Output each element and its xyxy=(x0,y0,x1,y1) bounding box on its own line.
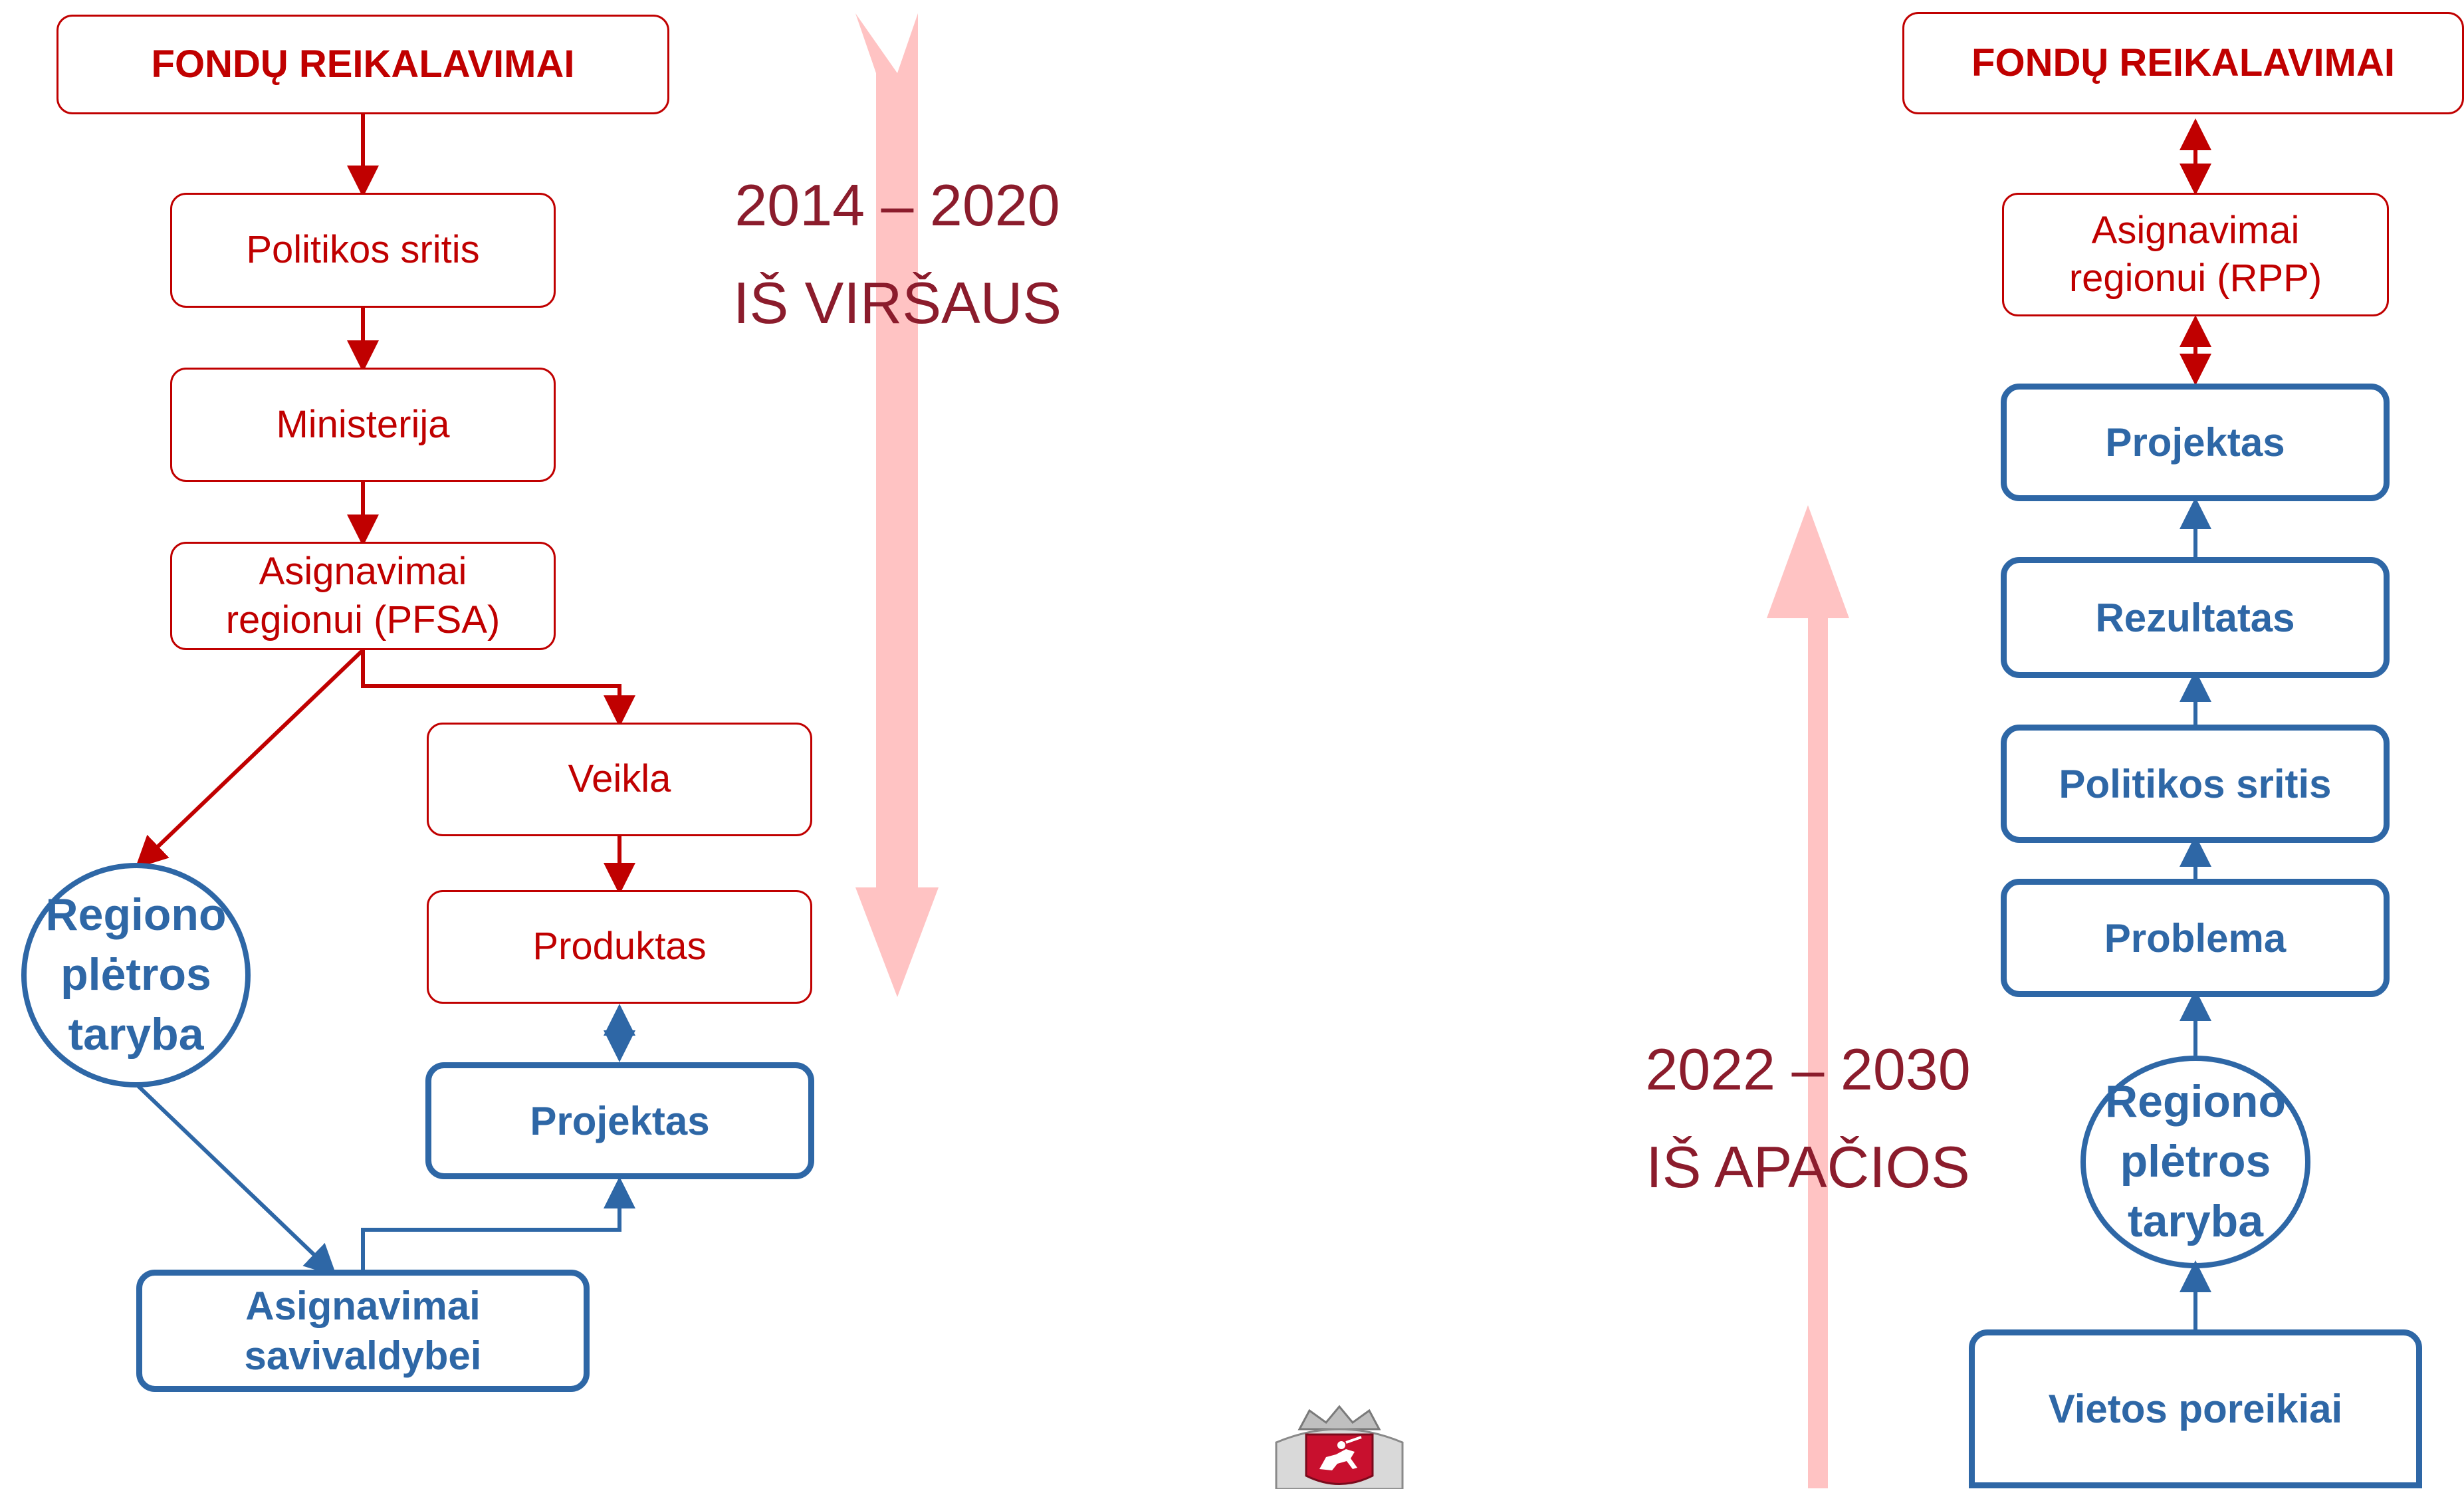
problem-box: Problema xyxy=(2001,879,2390,997)
result-label: Rezultatas xyxy=(2095,595,2295,640)
local-needs-box: Vietos poreikiai xyxy=(1969,1329,2422,1488)
ministry-label: Ministerija xyxy=(276,402,450,446)
activity-box: Veikla xyxy=(427,723,812,836)
bottom-up-direction: IŠ APAČIOS xyxy=(1646,1134,1970,1200)
left-regional-council-circle: Regiono plėtros taryba xyxy=(21,863,251,1088)
left-project-label: Projektas xyxy=(530,1098,710,1143)
problem-label: Problema xyxy=(2104,915,2287,961)
top-down-direction: IŠ VIRŠAUS xyxy=(733,270,1062,336)
coat-of-arms-icon xyxy=(1275,1405,1404,1489)
right-project-label: Projektas xyxy=(2105,420,2285,465)
product-box: Produktas xyxy=(427,890,812,1004)
top-down-arrow xyxy=(855,13,939,997)
left-region-allocation-box: Asignavimai regionui (PFSA) xyxy=(170,542,556,650)
bottom-up-period: 2022 – 2030 xyxy=(1645,1036,1971,1102)
left-funds-requirements-box: FONDŲ REIKALAVIMAI xyxy=(56,15,669,114)
right-region-allocation-label: Asignavimai regionui (RPP) xyxy=(2069,208,2322,300)
activity-label: Veikla xyxy=(568,757,671,801)
left-regional-council-label: Regiono plėtros taryba xyxy=(45,889,227,1060)
bottom-up-arrow xyxy=(1767,505,1849,1488)
right-project-box: Projektas xyxy=(2001,384,2390,501)
left-project-box: Projektas xyxy=(425,1062,814,1179)
right-policy-area-label: Politikos sritis xyxy=(2059,761,2332,806)
right-regional-council-circle: Regiono plėtros taryba xyxy=(2080,1056,2310,1268)
right-region-allocation-box: Asignavimai regionui (RPP) xyxy=(2002,193,2389,316)
local-needs-label: Vietos poreikiai xyxy=(2048,1387,2343,1431)
right-policy-area-box: Politikos sritis xyxy=(2001,725,2390,843)
result-box: Rezultatas xyxy=(2001,557,2390,678)
right-regional-council-label: Regiono plėtros taryba xyxy=(2105,1076,2286,1246)
left-policy-area-box: Politikos sritis xyxy=(170,193,556,308)
left-funds-requirements-label: FONDŲ REIKALAVIMAI xyxy=(151,42,575,86)
left-policy-area-label: Politikos sritis xyxy=(246,228,480,272)
right-funds-requirements-box: FONDŲ REIKALAVIMAI xyxy=(1902,12,2464,114)
left-region-allocation-label: Asignavimai regionui (PFSA) xyxy=(225,550,501,641)
municipality-allocation-box: Asignavimai savivaldybei xyxy=(136,1270,590,1392)
ministry-box: Ministerija xyxy=(170,368,556,482)
top-down-period: 2014 – 2020 xyxy=(734,172,1060,238)
municipality-allocation-label: Asignavimai savivaldybei xyxy=(244,1284,482,1378)
product-label: Produktas xyxy=(532,925,707,969)
right-funds-requirements-label: FONDŲ REIKALAVIMAI xyxy=(1971,41,2395,84)
